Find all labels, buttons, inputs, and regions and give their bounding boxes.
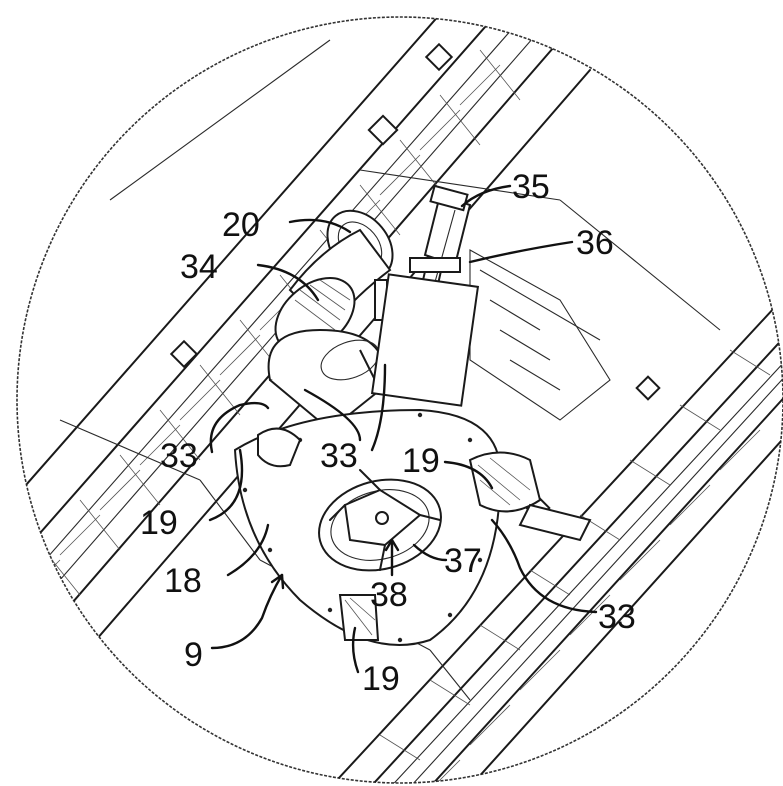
- hydraulic-cylinder: [370, 184, 480, 407]
- detail-view-circle: [16, 16, 783, 784]
- circular-housing: [233, 408, 502, 646]
- label-33-right: 33: [598, 598, 636, 636]
- reference-numerals: 35 20 36 34 33 33 19 19 18 37 38 33 9 19: [140, 168, 636, 698]
- label-33-left: 33: [160, 437, 198, 475]
- label-33-center: 33: [320, 437, 358, 475]
- label-37: 37: [444, 542, 482, 580]
- outlet-flanges: [257, 427, 592, 641]
- label-19-right: 19: [402, 442, 440, 480]
- label-34: 34: [180, 248, 218, 286]
- label-19-bottom: 19: [362, 660, 400, 698]
- label-9: 9: [184, 636, 203, 674]
- label-18: 18: [164, 562, 202, 600]
- label-19-left: 19: [140, 504, 178, 542]
- lower-truss-beam: [299, 279, 783, 783]
- duct-assembly: [267, 209, 394, 432]
- label-38: 38: [370, 576, 408, 614]
- label-20: 20: [222, 206, 260, 244]
- label-36: 36: [576, 224, 614, 262]
- leader-lines: [208, 184, 598, 674]
- label-35: 35: [512, 168, 550, 206]
